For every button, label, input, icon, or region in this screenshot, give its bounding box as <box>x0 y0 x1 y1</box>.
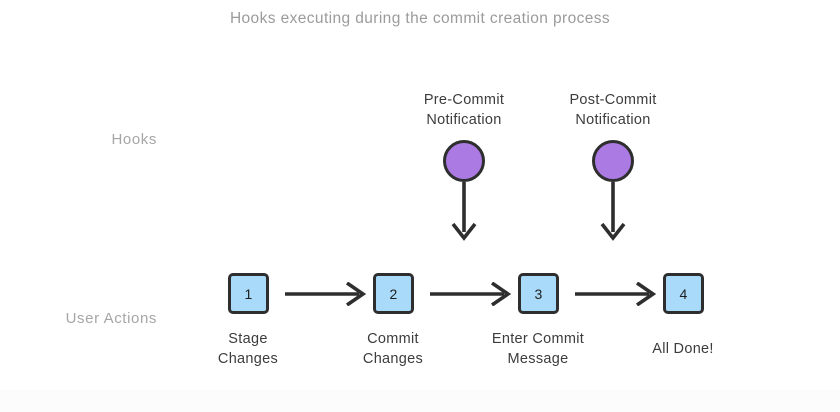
step-label-1-line1: Stage <box>228 331 268 347</box>
step-box-1[interactable]: 1 <box>228 273 269 314</box>
step-number-1: 1 <box>244 285 253 302</box>
row-label-user-actions: User Actions <box>65 310 157 327</box>
step-label-3-line2: Message <box>507 351 569 367</box>
step-connector-3-arrow-icon <box>575 281 661 307</box>
step-label-3-line1: Enter Commit <box>491 331 585 347</box>
step-label-3: Enter Commit Message <box>468 329 608 369</box>
page-title: Hooks executing during the commit creati… <box>229 10 611 27</box>
step-label-4-line1: All Done! <box>652 341 714 357</box>
step-number-2: 2 <box>389 285 398 302</box>
hook-label-post-commit-line1: Post-Commit <box>569 92 657 108</box>
step-label-2-line1: Commit <box>367 331 419 347</box>
bottom-band <box>0 390 840 412</box>
step-connector-1-arrow-icon <box>285 281 371 307</box>
step-label-4: All Done! <box>613 339 753 359</box>
step-box-4[interactable]: 4 <box>663 273 704 314</box>
hook-label-post-commit: Post-Commit Notification <box>543 90 683 130</box>
step-connector-2-arrow-icon <box>430 281 516 307</box>
step-label-2: Commit Changes <box>325 329 461 369</box>
step-number-3: 3 <box>534 285 543 302</box>
step-box-3[interactable]: 3 <box>518 273 559 314</box>
hook-marker-pre-commit[interactable] <box>443 140 485 182</box>
hook-label-pre-commit: Pre-Commit Notification <box>394 90 534 130</box>
step-label-2-line2: Changes <box>362 351 424 367</box>
step-number-4: 4 <box>679 285 688 302</box>
row-label-hooks: Hooks <box>111 131 157 148</box>
step-label-1-line2: Changes <box>217 351 279 367</box>
step-label-1: Stage Changes <box>180 329 316 369</box>
hook-label-post-commit-line2: Notification <box>575 112 651 128</box>
hook-connector-post-commit-arrow-icon <box>596 182 630 244</box>
step-box-2[interactable]: 2 <box>373 273 414 314</box>
hook-connector-pre-commit-arrow-icon <box>447 182 481 244</box>
hook-marker-post-commit[interactable] <box>592 140 634 182</box>
hook-label-pre-commit-line2: Notification <box>426 112 502 128</box>
hook-label-pre-commit-line1: Pre-Commit <box>423 92 505 108</box>
